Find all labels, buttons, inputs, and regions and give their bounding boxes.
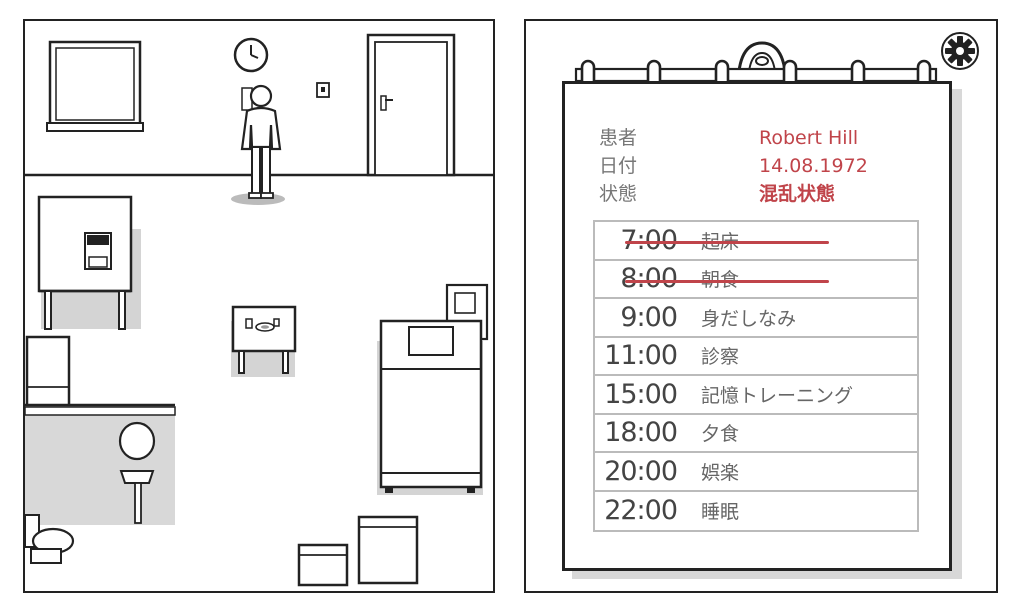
schedule-time: 15:00	[604, 378, 678, 410]
schedule-time: 7:00	[620, 224, 678, 256]
date-label: 日付	[599, 155, 638, 177]
schedule-row[interactable]: 20:00 娯楽	[595, 453, 917, 492]
schedule-activity: 記憶トレーニング	[701, 384, 854, 407]
patient-label: 患者	[599, 127, 638, 149]
patient-name: Robert Hill	[759, 127, 859, 149]
schedule-row[interactable]: 11:00 診察	[595, 338, 917, 376]
patient-row: 患者 Robert Hill	[599, 124, 929, 152]
status-value: 混乱状態	[759, 183, 836, 205]
window	[46, 40, 144, 132]
date-row: 日付 14.08.1972	[599, 152, 929, 180]
cabinet[interactable]	[25, 335, 71, 411]
storage-boxes[interactable]	[297, 515, 419, 587]
schedule-row[interactable]: 22:00 睡眠	[595, 492, 917, 531]
schedule-row[interactable]: 7:00 起床	[595, 222, 917, 261]
patient-info: 患者 Robert Hill 日付 14.08.1972 状態 混乱状態	[599, 124, 929, 208]
bathroom[interactable]	[25, 403, 176, 564]
schedule-activity: 夕食	[701, 423, 740, 446]
desk-with-appliance[interactable]	[37, 195, 141, 330]
schedule-activity: 睡眠	[701, 501, 740, 524]
schedule-paper: 患者 Robert Hill 日付 14.08.1972 状態 混乱状態 7:0…	[562, 81, 952, 571]
clock-icon[interactable]	[233, 37, 269, 73]
schedule-row[interactable]: 18:00 夕食	[595, 415, 917, 453]
gear-icon[interactable]	[940, 31, 980, 71]
status-label: 状態	[599, 183, 638, 205]
room-drawing	[25, 33, 493, 587]
door[interactable]	[366, 33, 456, 177]
schedule-time: 9:00	[620, 301, 678, 333]
bed[interactable]	[377, 319, 483, 495]
schedule-time: 11:00	[604, 340, 678, 372]
schedule-activity: 朝食	[701, 269, 740, 292]
schedule-row[interactable]: 9:00 身だしなみ	[595, 299, 917, 338]
schedule-activity: 娯楽	[701, 461, 740, 484]
schedule-time: 18:00	[604, 417, 678, 449]
schedule-table: 7:00 起床 8:00 朝食 9:00 身だしなみ 11:00 診察 15:0…	[593, 220, 919, 532]
done-strike	[625, 241, 829, 244]
done-strike	[625, 279, 829, 283]
patient-character[interactable]	[231, 84, 285, 205]
date-value: 14.08.1972	[759, 155, 868, 177]
schedule-time: 20:00	[604, 455, 678, 487]
small-table[interactable]	[231, 305, 297, 377]
schedule-activity: 診察	[701, 346, 740, 369]
room-scene[interactable]	[23, 19, 495, 593]
schedule-notebook: 患者 Robert Hill 日付 14.08.1972 状態 混乱状態 7:0…	[524, 19, 998, 593]
schedule-row[interactable]: 8:00 朝食	[595, 261, 917, 299]
schedule-row[interactable]: 15:00 記憶トレーニング	[595, 376, 917, 415]
schedule-activity: 身だしなみ	[701, 307, 797, 330]
status-row: 状態 混乱状態	[599, 180, 929, 208]
schedule-time: 8:00	[620, 263, 678, 295]
schedule-time: 22:00	[604, 495, 678, 527]
